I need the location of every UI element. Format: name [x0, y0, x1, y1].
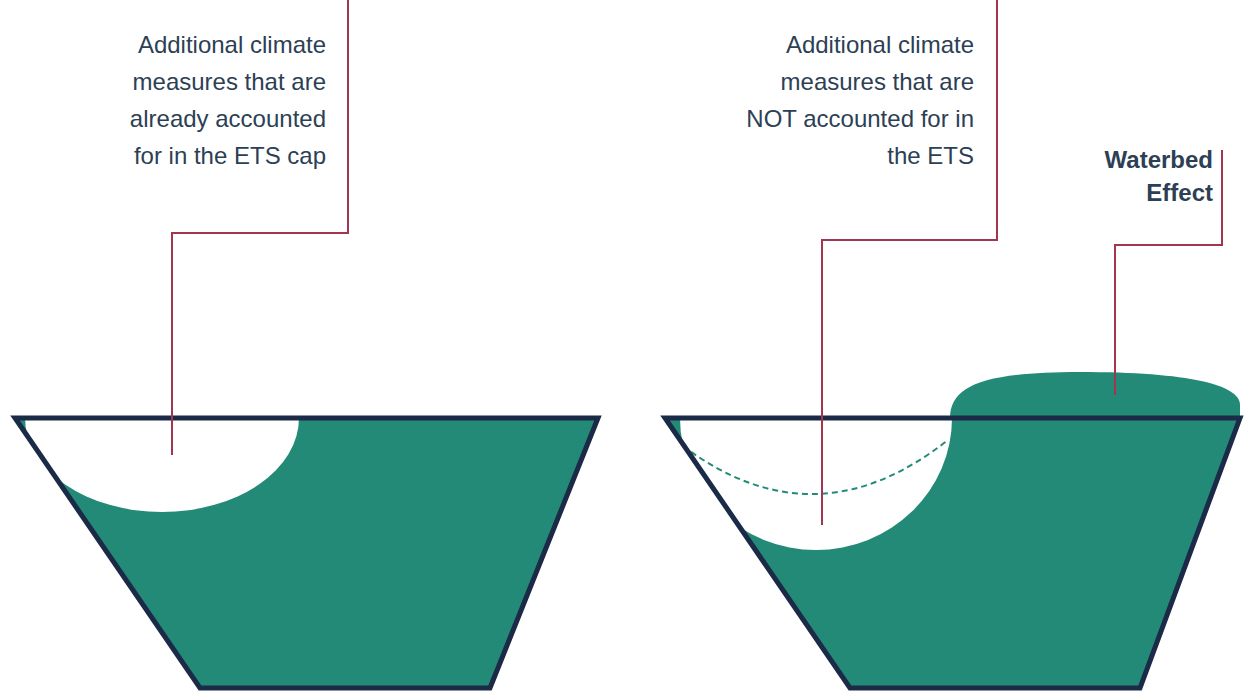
- waterbed-bump: [950, 372, 1240, 418]
- effect-label: Waterbed Effect: [1081, 143, 1213, 209]
- former-gap-line: [683, 440, 948, 494]
- callout-label: Additional climate measures that are alr…: [98, 26, 326, 174]
- bowl-outline: [15, 418, 598, 688]
- callout-label: Additional climate measures that are NOT…: [746, 26, 974, 174]
- bowl-outline: [665, 418, 1240, 688]
